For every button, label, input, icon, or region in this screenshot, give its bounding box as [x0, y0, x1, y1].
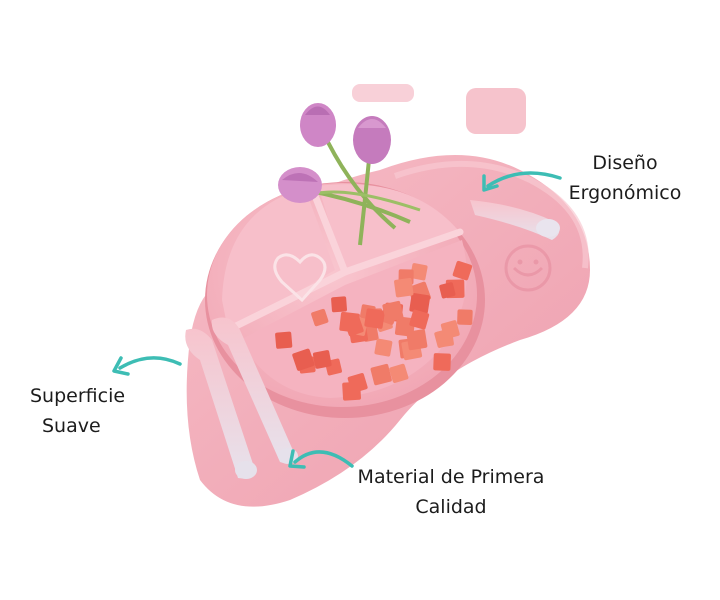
annotation-surface: Superficie Suave	[30, 381, 160, 441]
watermelon-cube	[439, 282, 456, 299]
watermelon-cube	[364, 308, 385, 329]
watermelon-cube	[433, 353, 451, 371]
arrow-material-icon	[293, 450, 354, 468]
watermelon-cube	[440, 320, 460, 340]
watermelon-cube	[312, 350, 332, 369]
watermelon-cube	[409, 309, 430, 330]
annotation-design-line2: Ergonómico	[568, 182, 682, 204]
watermelon-cubes	[275, 260, 473, 401]
watermelon-cube	[292, 348, 315, 371]
watermelon-cube	[382, 300, 404, 322]
fork-right	[470, 200, 560, 240]
annotation-material-line1: Material de Primera	[357, 466, 545, 488]
watermelon-cube	[331, 296, 347, 313]
watermelon-cube	[275, 331, 293, 349]
heart-icon	[273, 253, 327, 303]
annotation-material-line2: Calidad	[415, 496, 487, 518]
watermelon-cube	[409, 292, 431, 314]
annotation-design-line1: Diseño	[592, 152, 658, 174]
watermelon-cube	[410, 263, 428, 281]
watermelon-cube	[452, 260, 473, 281]
watermelon-cube	[344, 317, 364, 337]
watermelon-cube	[406, 329, 428, 351]
annotation-surface-line2: Suave	[42, 415, 101, 437]
watermelon-cube	[457, 309, 473, 325]
face-logo-icon	[504, 244, 552, 292]
watermelon-cube	[394, 277, 414, 298]
annotation-design: Diseño Ergonómico	[560, 148, 690, 208]
arrow-design-icon	[486, 171, 562, 188]
watermelon-cube	[342, 381, 362, 401]
watermelon-cube	[370, 363, 392, 386]
watermelon-cube	[374, 338, 393, 357]
annotation-surface-line1: Superficie	[30, 385, 126, 407]
background-cup	[352, 84, 526, 134]
spoon-left	[185, 328, 257, 479]
arrow-surface-icon	[118, 356, 182, 370]
annotation-material: Material de Primera Calidad	[336, 462, 566, 522]
watermelon-cube	[389, 363, 409, 384]
watermelon-cube	[311, 308, 329, 327]
tulip-flowers	[278, 103, 421, 246]
